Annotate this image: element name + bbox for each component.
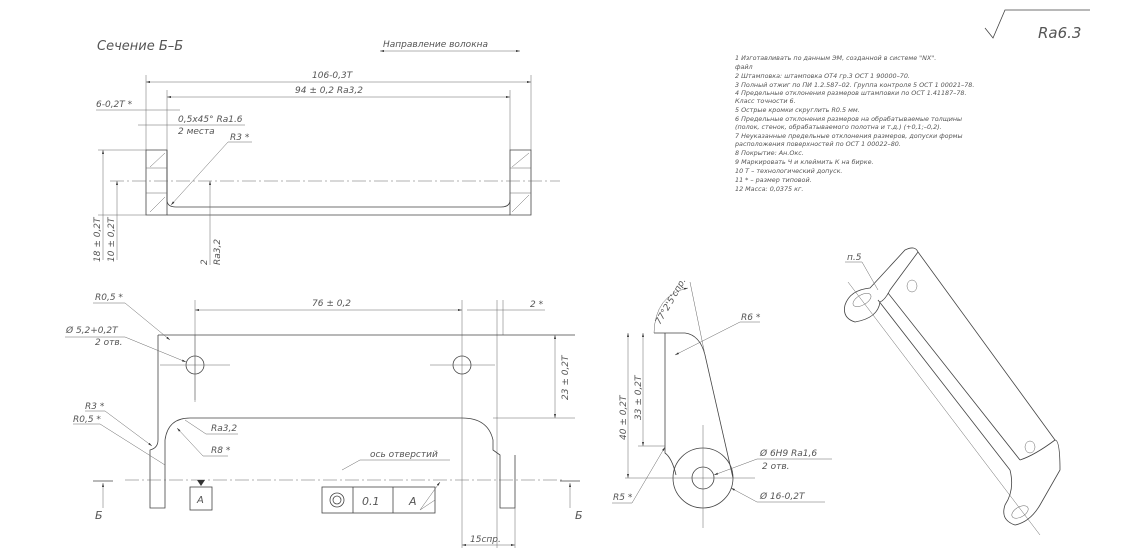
- svg-text:9 Маркировать Ч и клеймить К: 9 Маркировать Ч и клеймить К на бирке.: [735, 158, 874, 166]
- dim-r05-top: R0,5 *: [95, 293, 123, 303]
- section-title: Сечение Б–Б: [97, 39, 183, 54]
- dim-r3: R3 *: [85, 402, 105, 412]
- svg-text:расположения поверхностей по О: расположения поверхностей по ОСТ 1 00022…: [734, 140, 901, 148]
- feature-control-frame: 0.1 A: [321, 481, 441, 514]
- dim-height-23: 23 ± 0,2T: [561, 354, 571, 400]
- svg-text:0.1: 0.1: [362, 495, 380, 508]
- dim-chamfer: 0,5x45° Ra1.6: [178, 115, 243, 125]
- datum-box: [189, 486, 213, 511]
- dim-height-40: 40 ± 0,2T: [619, 394, 629, 440]
- svg-text:файл: файл: [735, 63, 753, 71]
- svg-text:11 * – размер типовой.: 11 * – размер типовой.: [735, 176, 812, 184]
- dim-r5: R5 *: [613, 493, 633, 503]
- dim-thickness-ra: Ra3,2: [213, 239, 223, 265]
- note-reference: п.5: [847, 253, 862, 263]
- svg-text:7 Неуказанные предельные откл: 7 Неуказанные предельные отклонения разм…: [735, 132, 963, 140]
- svg-text:1 Изготавливать по данным ЭМ,: 1 Изготавливать по данным ЭМ, созданной …: [735, 54, 936, 62]
- svg-text:10 T – технологический допуск: 10 T – технологический допуск.: [735, 167, 842, 175]
- dim-bore: Ø 6H9 Ra1,6: [759, 448, 817, 459]
- roughness-symbol: Ra6.3: [984, 9, 1090, 42]
- isometric-view: п.5: [844, 247, 1061, 536]
- svg-text:8 Покрытие: Ан.Окс.: 8 Покрытие: Ан.Окс.: [735, 149, 804, 157]
- roughness-ra: Ra3,2: [211, 424, 237, 434]
- front-view: 76 ± 0,2 2 * R0,5 * Ø 5,2+0,2T 2 отв. R3…: [65, 293, 583, 548]
- section-view: Сечение Б–Б Направление волокна 106-0,3T…: [93, 39, 560, 265]
- dim-edge: 2 *: [530, 300, 544, 310]
- datum-label: A: [196, 495, 204, 506]
- svg-text:A: A: [408, 495, 417, 508]
- fiber-direction-label: Направление волокна: [383, 40, 488, 50]
- svg-text:12 Масса: 0,0375 кг.: 12 Масса: 0,0375 кг.: [735, 185, 803, 193]
- dim-r8: R8 *: [211, 446, 231, 456]
- svg-text:Ra6.3: Ra6.3: [1038, 24, 1081, 42]
- dim-width: 15спр.: [470, 535, 501, 545]
- dim-thickness: 2: [200, 259, 210, 265]
- svg-text:2 Штамповка: штамповка ОТ4 гр: 2 Штамповка: штамповка ОТ4 гр.3 ОСТ 1 90…: [735, 72, 910, 80]
- dim-r6: R6 *: [741, 313, 761, 323]
- dim-height-33: 33 ± 0,2T: [634, 374, 644, 420]
- svg-text:(полок, стенок, обрабатываемог: (полок, стенок, обрабатываемого полотна …: [735, 123, 942, 131]
- dim-radius: R3 *: [230, 133, 250, 143]
- section-mark-right: Б: [575, 509, 583, 522]
- svg-text:4 Предельные отклонения разме: 4 Предельные отклонения размеров штампов…: [735, 89, 967, 97]
- concentricity-icon: [329, 492, 345, 508]
- dim-height-10: 10 ± 0,2T: [107, 216, 117, 262]
- dim-angle: 77°2'5'спр.: [654, 277, 689, 327]
- svg-text:5 Острые кромки скруглить R0.: 5 Острые кромки скруглить R0.5 мм.: [735, 106, 860, 114]
- dim-inner: 94 ± 0,2 Ra3,2: [295, 86, 363, 96]
- dim-hole-qty: 2 отв.: [95, 338, 123, 348]
- section-mark-left: Б: [95, 509, 103, 522]
- svg-text:6 Предельные отклонения разме: 6 Предельные отклонения размеров на обра…: [735, 115, 962, 123]
- dim-boss: Ø 16-0,2T: [759, 491, 806, 502]
- dim-chamfer-qty: 2 места: [178, 127, 215, 137]
- axis-label: ось отверстий: [370, 450, 438, 460]
- svg-text:Класс точности 6.: Класс точности 6.: [735, 97, 796, 105]
- dim-hole-spacing: 76 ± 0,2: [312, 299, 351, 309]
- technical-notes: 1 Изготавливать по данным ЭМ, созданной …: [734, 54, 974, 193]
- dim-r05: R0,5 *: [73, 415, 101, 425]
- dim-hole: Ø 5,2+0,2T: [65, 325, 119, 336]
- svg-text:3 Полный отжиг по ПИ 1.2.587–: 3 Полный отжиг по ПИ 1.2.587–02. Группа …: [735, 81, 974, 89]
- dim-height-18: 18 ± 0,2T: [93, 216, 103, 262]
- dim-bore-qty: 2 отв.: [762, 462, 790, 472]
- dim-overall: 106-0,3T: [312, 71, 354, 81]
- dim-flange: 6-0,2T *: [96, 100, 133, 110]
- side-view: 77°2'5'спр. R6 * 40 ± 0,2T 33 ± 0,2T Ø 6…: [612, 277, 832, 528]
